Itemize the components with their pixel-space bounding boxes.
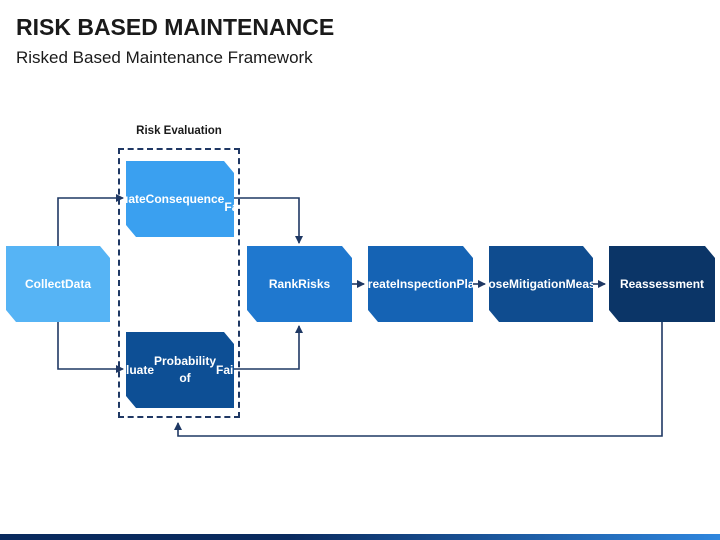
node-reassessment: Reassessment — [609, 246, 715, 322]
node-create-inspection-plan-line-2: Inspection — [396, 276, 457, 291]
arrow-probability-to-rank — [234, 325, 303, 370]
node-collect-data-line-2: Data — [65, 276, 92, 291]
node-evaluate-consequence-line-2: Consequence — [145, 191, 225, 206]
risk-evaluation-label: Risk Evaluation — [136, 125, 222, 137]
node-rank-risks-line-1: Rank — [268, 276, 299, 291]
node-purpose-mitigation-measures: Purpose Mitigation Measures — [489, 246, 593, 322]
node-collect-data: Collect Data — [6, 246, 110, 322]
footer-accent-bar — [0, 534, 720, 540]
node-purpose-mitigation-measures-line-2: Mitigation — [509, 276, 566, 291]
node-evaluate-consequence: Evaluate Consequence of Failure — [126, 161, 234, 237]
node-create-inspection-plan: Create Inspection Plan — [368, 246, 473, 322]
page-subtitle: Risked Based Maintenance Framework — [16, 48, 313, 67]
node-create-inspection-plan-line-1: Create — [359, 276, 397, 291]
arrow-consequence-to-rank — [234, 197, 303, 244]
page-title: RISK BASED MAINTENANCE — [16, 14, 335, 40]
arrow-reassessment-feedback — [174, 322, 663, 437]
node-collect-data-line-1: Collect — [24, 276, 65, 291]
arrow-collect-to-probability — [57, 322, 124, 373]
node-rank-risks-line-2: Risks — [298, 276, 331, 291]
arrow-collect-to-consequence — [57, 194, 124, 246]
node-evaluate-probability: Evaluate Probability of Failure — [126, 332, 234, 408]
risk-evaluation-group-box — [118, 148, 240, 418]
node-reassessment-line-1: Reassessment — [619, 276, 705, 291]
node-rank-risks: Rank Risks — [247, 246, 352, 322]
node-evaluate-probability-line-2: Probability of — [154, 354, 217, 385]
